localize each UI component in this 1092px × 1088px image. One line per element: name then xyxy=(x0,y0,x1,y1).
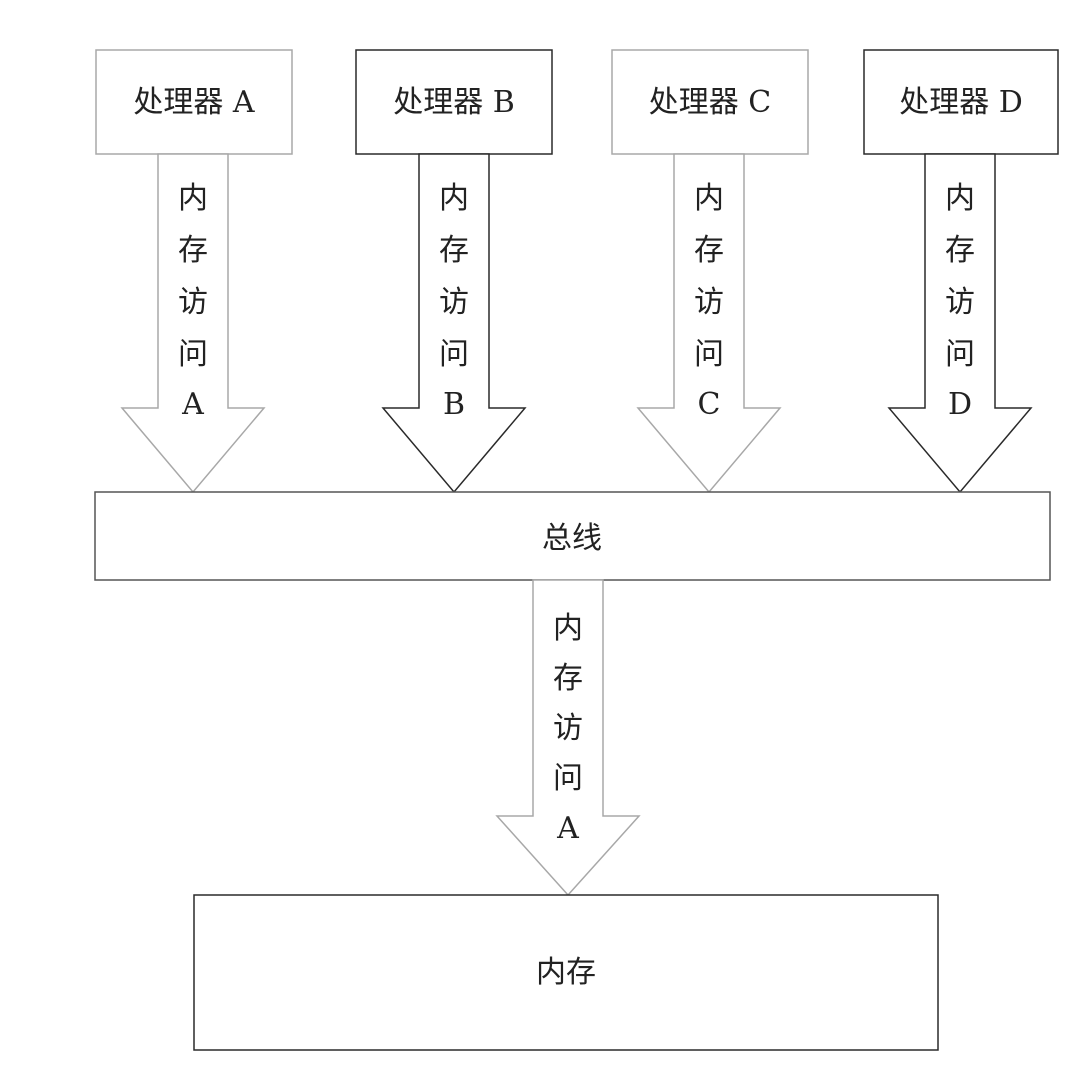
processor-c-box xyxy=(611,49,809,155)
arrow-b-char-1: 内 xyxy=(439,181,469,216)
arrow-access-d: 内 存 访 问 D xyxy=(887,153,1033,494)
bus-label: 总线 xyxy=(542,521,602,556)
processor-b: 处理器 B xyxy=(355,49,553,155)
processor-b-box xyxy=(355,49,553,155)
processor-d-label: 处理器 D xyxy=(899,85,1023,120)
memory-arrow-char-1: 内 xyxy=(553,611,583,646)
arrow-d-shape xyxy=(887,153,1033,494)
memory: 内存 xyxy=(193,894,939,1051)
arrow-d-char-4: 问 xyxy=(945,337,975,372)
arrow-b-shape xyxy=(381,153,527,494)
arrow-access-c: 内 存 访 问 C xyxy=(636,153,782,494)
memory-box xyxy=(193,894,939,1051)
arrow-access-a: 内 存 访 问 A xyxy=(120,153,266,494)
arrow-d-char-1: 内 xyxy=(945,181,975,216)
arrow-c-char-2: 存 xyxy=(694,233,724,268)
arrow-a-shape xyxy=(120,153,266,494)
arrow-c-char-4: 问 xyxy=(694,337,724,372)
memory-arrow-char-4: 问 xyxy=(553,761,583,796)
arrow-a-char-1: 内 xyxy=(178,181,208,216)
arrow-c-char-1: 内 xyxy=(694,181,724,216)
memory-arrow-char-5: A xyxy=(556,811,579,846)
processor-a-label: 处理器 A xyxy=(133,85,255,120)
memory-arrow-char-3: 访 xyxy=(553,711,583,746)
arrow-c-char-3: 访 xyxy=(694,285,724,320)
arrow-c-shape xyxy=(636,153,782,494)
processor-b-label: 处理器 B xyxy=(393,85,515,120)
arrow-d-char-2: 存 xyxy=(945,233,975,268)
bus-box xyxy=(94,491,1051,581)
arrow-d-char-5: D xyxy=(948,387,972,422)
processor-c: 处理器 C xyxy=(611,49,809,155)
arrow-a-char-4: 问 xyxy=(178,337,208,372)
arrow-b-char-3: 访 xyxy=(439,285,469,320)
arrow-b-char-2: 存 xyxy=(439,233,469,268)
bus: 总线 xyxy=(94,491,1051,581)
memory-label: 内存 xyxy=(536,955,596,990)
processor-a-box xyxy=(95,49,293,155)
memory-arrow-char-2: 存 xyxy=(553,661,583,696)
processor-d-box xyxy=(863,49,1059,155)
arrow-d-char-3: 访 xyxy=(945,285,975,320)
memory-arrow-shape xyxy=(495,579,641,897)
processor-c-label: 处理器 C xyxy=(649,85,772,120)
arrow-a-char-2: 存 xyxy=(178,233,208,268)
arrow-a-char-5: A xyxy=(181,387,204,422)
processor-a: 处理器 A xyxy=(95,49,293,155)
arrow-b-char-5: B xyxy=(443,387,465,422)
arrow-a-char-3: 访 xyxy=(178,285,208,320)
processor-d: 处理器 D xyxy=(863,49,1059,155)
arrow-access-b: 内 存 访 问 B xyxy=(381,153,527,494)
arrow-b-char-4: 问 xyxy=(439,337,469,372)
arrow-c-char-5: C xyxy=(698,387,721,422)
arrow-memory-access: 内 存 访 问 A xyxy=(495,579,641,897)
